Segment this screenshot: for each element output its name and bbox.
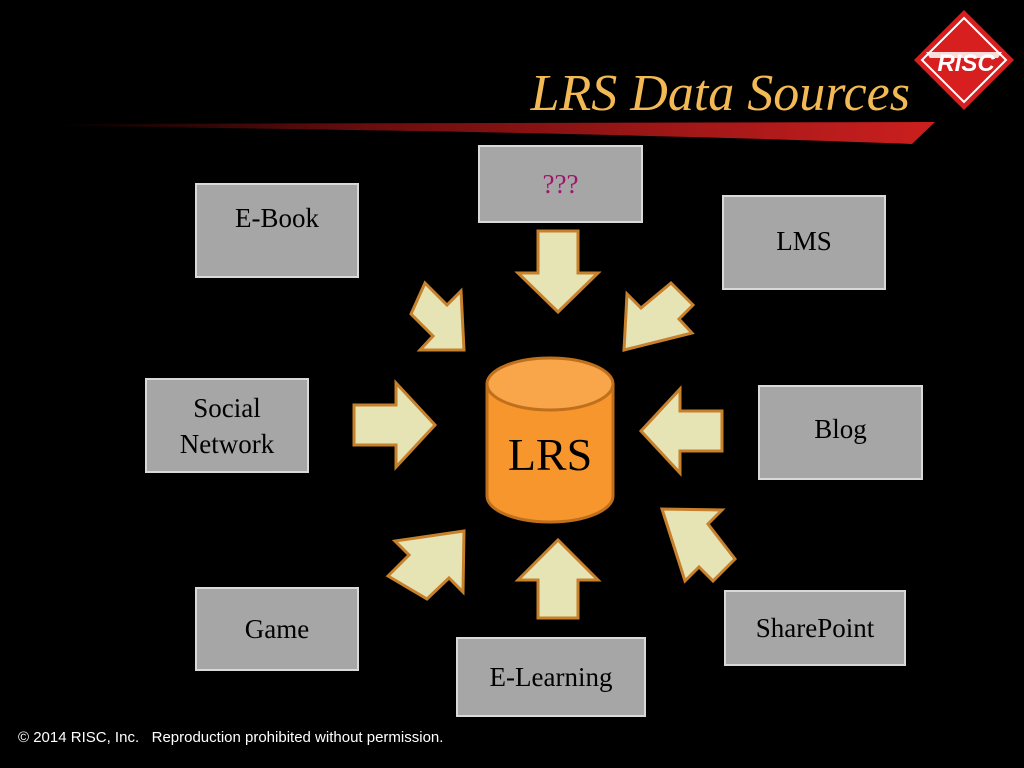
logo-text: RISC — [937, 50, 995, 77]
arrow-up-bottom — [514, 537, 602, 620]
arrow-right-left — [352, 379, 438, 471]
title-swoosh — [60, 122, 935, 144]
risc-logo: RISC — [914, 10, 1014, 110]
source-label-lms: LMS — [776, 225, 832, 256]
source-label-unknown: ??? — [542, 169, 579, 199]
arrow-lower-right — [659, 507, 737, 584]
lrs-label: LRS — [507, 429, 593, 480]
arrow-upper-left — [409, 280, 466, 352]
source-box-game: Game — [195, 587, 359, 671]
source-box-sharepoint: SharePoint — [724, 590, 906, 666]
source-label-sharepoint: SharePoint — [755, 613, 875, 643]
source-box-unknown: ??? — [478, 145, 643, 223]
copyright-footer: © 2014 RISC, Inc. Reproduction prohibite… — [18, 729, 444, 746]
slide-title: LRS Data Sources — [530, 65, 910, 122]
source-label-ebook: E-Book — [235, 202, 319, 233]
lrs-database-icon — [485, 356, 615, 524]
arrow-lower-left — [385, 529, 466, 601]
arrow-down-top — [514, 229, 602, 315]
source-box-blog: Blog — [758, 385, 923, 480]
arrow-upper-right — [622, 280, 696, 352]
source-label-blog: Blog — [814, 413, 867, 444]
source-box-elearning: E-Learning — [456, 637, 646, 717]
source-box-lms: LMS — [722, 195, 886, 290]
source-label-social-line1: Social — [193, 392, 261, 423]
source-box-social-network: Social Network — [145, 378, 309, 473]
source-box-ebook: E-Book — [195, 183, 359, 278]
source-label-game: Game — [244, 614, 310, 644]
source-label-social-line2: Network — [179, 428, 275, 459]
source-label-elearning: E-Learning — [489, 662, 613, 692]
arrow-left-right — [638, 385, 724, 477]
